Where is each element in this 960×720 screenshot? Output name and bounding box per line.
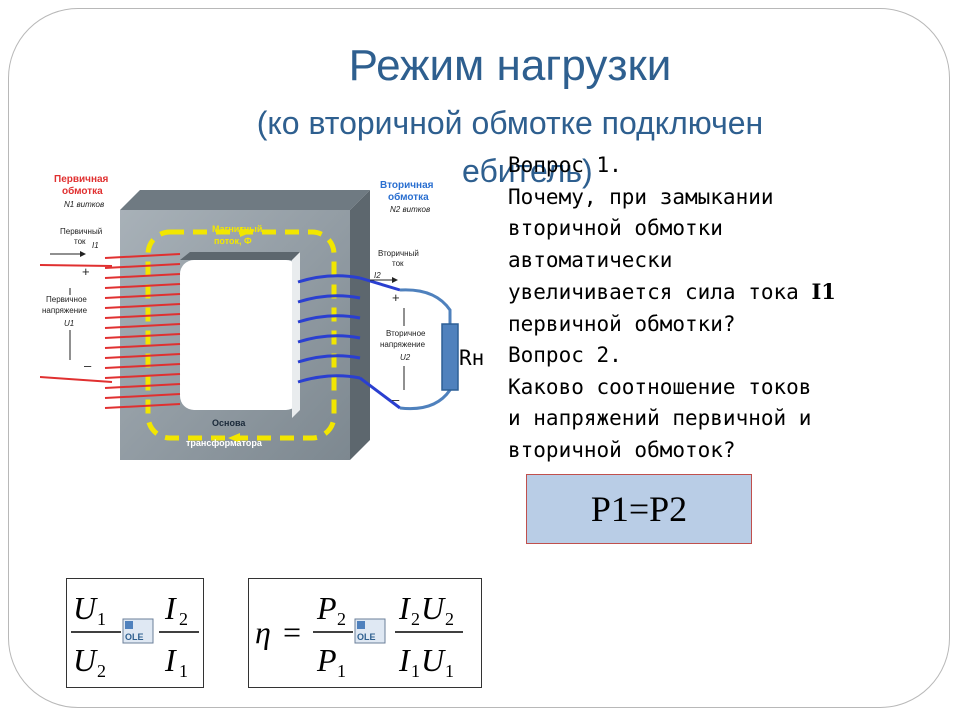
secondary-voltage-label: Вторичное [386, 329, 426, 338]
load-label: Rн [459, 346, 485, 370]
p1-symbol: P [316, 642, 337, 678]
load-resistor [441, 323, 459, 391]
u1-subscript: 1 [445, 661, 454, 681]
primary-voltage-label-2: напряжение [42, 306, 88, 315]
i1-symbol: I [398, 642, 411, 678]
secondary-current-label: Вторичный [378, 249, 419, 258]
questions-text: Вопрос 1. Почему, при замыкании вторично… [508, 150, 928, 466]
primary-current-symbol: I1 [92, 241, 99, 250]
secondary-winding-title: Вторичная [380, 180, 434, 191]
question-2-line: и напряжений первичной и [508, 406, 812, 430]
question-1-text: увеличивается сила тока [508, 280, 812, 304]
equals-sign: = [283, 614, 301, 650]
primary-plus-sign: + [82, 264, 90, 279]
slide-title: Режим нагрузки [348, 41, 672, 90]
core-side-face [350, 190, 370, 460]
i2-subscript: 2 [411, 609, 420, 629]
question-2-line: Каково соотношение токов [508, 374, 812, 399]
formula-efficiency: η = P 2 P 1 I 2 U 2 I 1 U 1 OLE [248, 578, 482, 688]
u2-symbol: U [421, 590, 446, 626]
formula-2-graphic: η = P 2 P 1 I 2 U 2 I 1 U 1 OLE [255, 590, 463, 681]
question-1-line: вторичной обмотки [508, 216, 723, 240]
ole-label: OLE [125, 632, 144, 642]
secondary-voltage-label-2: напряжение [380, 340, 426, 349]
secondary-plus-sign: + [392, 290, 400, 305]
p1-subscript: 1 [337, 661, 346, 681]
primary-minus-sign: – [84, 358, 92, 373]
primary-current-label-2: ток [74, 237, 86, 246]
eta-symbol: η [255, 614, 271, 650]
p2-subscript: 2 [337, 609, 346, 629]
question-2-line: вторичной обмоток? [508, 437, 736, 462]
i1-subscript: 1 [411, 661, 420, 681]
i1-symbol: I [164, 642, 177, 678]
current-symbol-i1: I1 [811, 279, 836, 304]
question-1-line: автоматически [508, 247, 673, 272]
magnetic-flux-label-2: поток, Ф [214, 236, 252, 246]
question-1-line: Почему, при замыкании [508, 184, 774, 209]
core-label: Основа [212, 418, 246, 428]
question-1-heading: Вопрос 1. [508, 153, 622, 177]
u1-symbol: U [421, 642, 446, 678]
p2-symbol: P [316, 590, 337, 626]
primary-winding [40, 253, 181, 409]
power-equality-box: P1=P2 [526, 474, 752, 544]
i2-subscript: 2 [179, 609, 188, 629]
question-1-line: первичной обмотки? [508, 311, 736, 336]
ole-object-icon[interactable]: OLE [354, 618, 386, 644]
ole-label: OLE [357, 632, 376, 642]
secondary-winding [297, 274, 401, 410]
core-window [180, 260, 300, 410]
i2-symbol: I [398, 590, 411, 626]
primary-voltage-label: Первичное [46, 295, 87, 304]
u2-subscript: 2 [445, 609, 454, 629]
ole-object-icon[interactable]: OLE [122, 618, 154, 644]
question-1-line: увеличивается сила тока I1 [508, 276, 928, 309]
formula-1-graphic: U 1 U 2 I 2 I 1 OLE [71, 590, 199, 681]
transformer-diagram: Первичная обмотка N1 витков Первичный то… [40, 174, 459, 460]
secondary-current-symbol: I2 [374, 271, 381, 280]
primary-winding-title: Первичная [54, 174, 109, 185]
magnetic-flux-label: Магнитный [212, 224, 262, 234]
core-label-2: трансформатора [186, 438, 263, 448]
primary-current-label: Первичный [60, 227, 102, 236]
slide-subtitle-continued: ебитель) [462, 153, 593, 189]
secondary-current-label-2: ток [392, 259, 404, 268]
primary-turns-label: N1 витков [64, 200, 104, 209]
secondary-turns-label: N2 витков [390, 205, 430, 214]
secondary-winding-title-2: обмотка [388, 191, 429, 203]
formula-voltage-current-ratio: U 1 U 2 I 2 I 1 OLE [66, 578, 204, 688]
question-2-heading: Вопрос 2. [508, 343, 622, 367]
core-top-face [120, 190, 370, 210]
i1-subscript: 1 [179, 661, 188, 681]
u1-symbol: U [73, 590, 98, 626]
secondary-voltage-symbol: U2 [400, 353, 411, 362]
secondary-minus-sign: – [392, 392, 400, 407]
primary-voltage-symbol: U1 [64, 319, 74, 328]
i2-symbol: I [164, 590, 177, 626]
u1-subscript: 1 [97, 609, 106, 629]
u2-symbol: U [73, 642, 98, 678]
primary-winding-title-2: обмотка [62, 185, 103, 197]
slide-subtitle: (ко вторичной обмотке подключен [256, 105, 764, 141]
u2-subscript: 2 [97, 661, 106, 681]
